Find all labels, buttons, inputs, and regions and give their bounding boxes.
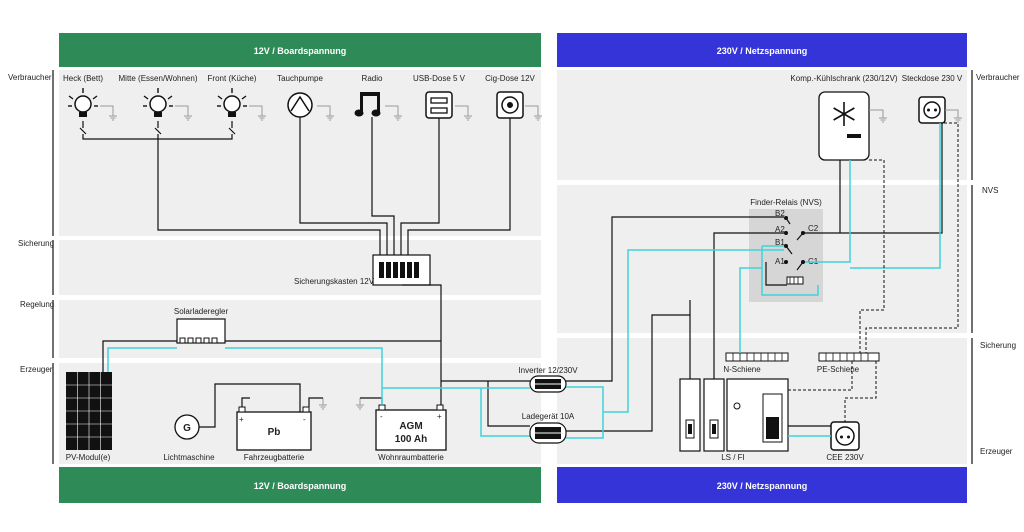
vehicle-battery-ground-wire (308, 397, 323, 407)
inverter (529, 375, 567, 393)
generator-wire (199, 383, 301, 428)
light-wiring (79, 121, 236, 140)
consumer-label-heck: Heck (Bett) (63, 74, 103, 83)
band-12v-top (59, 33, 541, 67)
row-labels-left: Verbraucher Sicherung Regelung Erzeuger (8, 70, 54, 464)
consumer-label-front: Front (Küche) (208, 74, 257, 83)
relay-pin-c2: C2 (808, 224, 819, 233)
vehicle-battery (236, 406, 312, 451)
pump-icon (287, 92, 313, 118)
house-battery (375, 404, 447, 451)
zone-230v-consumers (557, 70, 967, 180)
solar-controller-label: Solarladeregler (174, 307, 229, 316)
usb-socket-icon (425, 91, 453, 119)
row-label-fuse: Sicherung (18, 239, 54, 248)
n-rail (725, 352, 789, 362)
vehicle-battery-text: Pb (268, 427, 281, 438)
pv-module (66, 372, 112, 450)
vehicle-battery-minus: - (303, 415, 306, 424)
pv-module-label: PV-Modul(e) (66, 453, 111, 462)
ac-cyan-wiring (566, 123, 941, 439)
consumer-label-usb: USB-Dose 5 V (413, 74, 466, 83)
charger (529, 422, 567, 444)
pe-rail (818, 352, 880, 362)
row-label-right-consumers: Verbraucher (976, 73, 1020, 82)
cee-label: CEE 230V (826, 453, 864, 462)
header-230v-top: 230V / Netzspannung (717, 46, 808, 56)
n-rail-label: N-Schiene (723, 365, 761, 374)
house-battery-line2: 100 Ah (395, 434, 427, 445)
snowflake-icon (833, 102, 855, 126)
header-230v-bottom: 230V / Netzspannung (717, 481, 808, 491)
row-label-regulation: Regelung (20, 300, 54, 309)
fusebox-to-battery-wire (402, 284, 442, 410)
relay (749, 209, 823, 302)
consumer-feed-wires (157, 117, 511, 255)
generator-label: Lichtmaschine (163, 453, 215, 462)
vehicle-battery-plus: + (239, 415, 244, 424)
consumer-label-radio: Radio (362, 74, 383, 83)
row-label-right-nvs: NVS (982, 186, 998, 195)
fridge-label: Komp.-Kühlschrank (230/12V) (790, 74, 898, 83)
generator-symbol: G (183, 423, 191, 434)
row-label-right-producers: Erzeuger (980, 447, 1013, 456)
vehicle-battery-label: Fahrzeugbatterie (244, 453, 305, 462)
pe-rail-label: PE-Schiene (817, 365, 860, 374)
house-battery-line1: AGM (399, 421, 422, 432)
dc-black-wiring (102, 340, 530, 427)
inverter-label: Inverter 12/230V (518, 366, 578, 375)
bulb-icon (68, 88, 98, 117)
music-note-icon (354, 92, 381, 117)
header-12v-bottom: 12V / Boardspannung (254, 481, 347, 491)
breaker-ls-2 (703, 378, 725, 452)
socket-label: Steckdose 230 V (902, 74, 963, 83)
relay-pin-b1: B1 (775, 238, 785, 247)
row-labels-right: Verbraucher NVS Sicherung Erzeuger (971, 70, 1020, 464)
fridge (818, 91, 870, 161)
rcd-fi (726, 378, 789, 452)
ac-black-wiring (566, 123, 943, 432)
generator: G (174, 414, 200, 440)
bulb-icon (217, 88, 247, 117)
house-battery-minus: - (380, 412, 383, 421)
consumer-label-cig: Cig-Dose 12V (485, 74, 535, 83)
consumer-label-pump: Tauchpumpe (277, 74, 323, 83)
bulb-icon (143, 88, 173, 117)
row-label-producers: Erzeuger (20, 365, 53, 374)
fuse-box (372, 254, 431, 286)
dc-cyan-wiring (107, 347, 530, 437)
band-230v-top (557, 33, 967, 67)
solar-controller (176, 318, 226, 344)
pe-dashed-wiring (788, 122, 959, 422)
cigarette-socket-icon (496, 91, 524, 119)
relay-pin-b2: B2 (775, 209, 785, 218)
relay-pin-a1: A1 (775, 257, 785, 266)
band-12v-bottom (59, 467, 541, 503)
zone-12v-fuse (59, 240, 541, 295)
row-label-right-fuse: Sicherung (980, 341, 1016, 350)
relay-label: Finder-Relais (NVS) (750, 198, 822, 207)
house-battery-plus: + (437, 412, 442, 421)
charger-label: Ladegerät 10A (522, 412, 575, 421)
cee-socket-icon (830, 421, 860, 451)
ls-fi-label: LS / FI (721, 453, 745, 462)
ground-symbols-230v (869, 109, 962, 123)
breaker-ls-1 (679, 378, 701, 452)
row-label-consumers: Verbraucher (8, 73, 52, 82)
consumer-label-mitte: Mitte (Essen/Wohnen) (119, 74, 198, 83)
relay-pin-a2: A2 (775, 225, 785, 234)
zone-12v-regulation (59, 300, 541, 358)
band-230v-bottom (557, 467, 967, 503)
socket-icon (918, 96, 946, 124)
house-battery-label: Wohnraumbatterie (378, 453, 444, 462)
header-12v-top: 12V / Boardspannung (254, 46, 347, 56)
ground-symbols-12v (100, 105, 542, 410)
fuse-box-label: Sicherungskasten 12V (294, 277, 375, 286)
